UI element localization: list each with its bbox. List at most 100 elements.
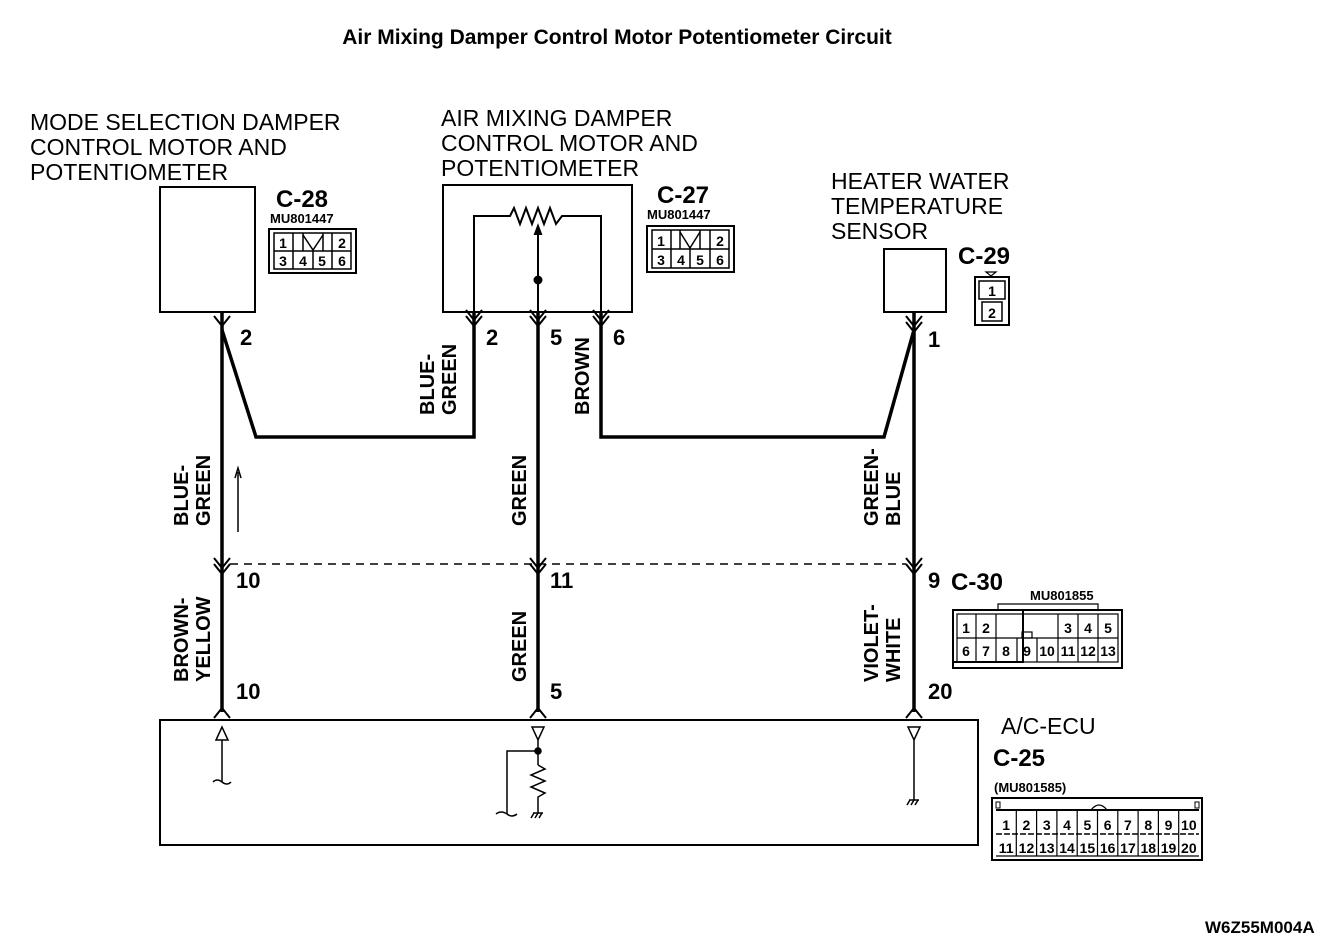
wire-harness [220, 312, 916, 712]
c30-cell-12: 12 [1080, 643, 1096, 659]
c25-cell-14: 14 [1059, 840, 1075, 856]
c30-cell-10: 10 [1039, 643, 1055, 659]
c25-cell-16: 16 [1100, 840, 1116, 856]
pin-chevrons [213, 309, 923, 719]
c27-pin-2: 2 [486, 325, 498, 350]
c30-cell-5: 5 [1104, 620, 1112, 636]
c28-part-number: MU801447 [270, 211, 334, 226]
c28-connector-face: 1 2 3 4 5 6 [268, 228, 357, 274]
c27-part-number: MU801447 [647, 207, 711, 222]
mode-motor-box [159, 186, 256, 313]
c29-cell-2: 2 [988, 305, 996, 321]
c30-connector-face: 1 2 3 4 5 6 7 8 9 10 11 12 13 [952, 603, 1123, 669]
c30-cell-7: 7 [982, 643, 990, 659]
ecu-label: A/C-ECU [1001, 713, 1096, 739]
figure-code: W6Z55M004A [1205, 918, 1315, 937]
potentiometer-symbol [473, 205, 602, 320]
wire-left-lower-line-1: BROWN- [171, 598, 193, 682]
ecu-pin-20: 20 [928, 679, 952, 704]
c25-cell-19: 19 [1161, 840, 1177, 856]
wire-left-upper-line-1: BLUE- [171, 465, 193, 526]
mode-motor-label-line-2: CONTROL MOTOR AND [30, 134, 287, 160]
c30-cell-9: 9 [1023, 643, 1031, 659]
c25-cell-5: 5 [1083, 817, 1091, 833]
c30-cell-4: 4 [1084, 620, 1092, 636]
ecu-pin-10: 10 [236, 679, 260, 704]
c28-cell-2: 2 [338, 235, 346, 251]
c25-cell-17: 17 [1120, 840, 1136, 856]
water-sensor-label: HEATER WATER TEMPERATURE SENSOR [831, 168, 1009, 244]
c30-pin-11: 11 [550, 568, 573, 593]
ecu-pin-5: 5 [550, 679, 562, 704]
mode-motor-label: MODE SELECTION DAMPER CONTROL MOTOR AND … [30, 109, 341, 185]
c30-pin-10: 10 [236, 568, 260, 593]
c30-cell-1: 1 [962, 620, 970, 636]
c27-cell-1: 1 [657, 233, 665, 249]
c28-cell-4: 4 [299, 253, 307, 269]
c28-cell-3: 3 [279, 253, 287, 269]
wire-c27-2-line-1: BLUE- [417, 354, 439, 415]
wire-c27-2-line-2: GREEN [439, 344, 461, 415]
c27-pin-5: 5 [550, 325, 562, 350]
ecu-input-symbol [212, 725, 232, 785]
ecu-resistor-symbol [495, 726, 547, 819]
c30-connector-label: C-30 [951, 569, 1003, 596]
water-sensor-box [883, 248, 947, 313]
water-sensor-label-line-3: SENSOR [831, 218, 928, 244]
c28-connector-label: C-28 [276, 186, 328, 213]
wire-colors: BLUE- GREEN BROWN BLUE- GREEN GREEN GREE… [171, 337, 905, 682]
ecu-ground-symbol [906, 726, 922, 806]
c25-cell-12: 12 [1019, 840, 1035, 856]
c29-pin-1: 1 [928, 327, 940, 352]
signal-arrow-icon [234, 465, 242, 532]
wire-center-lower-line-1: GREEN [509, 611, 531, 682]
wire-right-lower-line-2: WHITE [883, 618, 905, 682]
wire-c27-pin6-splice [599, 312, 916, 439]
air-mix-label-line-1: AIR MIXING DAMPER [441, 105, 672, 131]
c25-cell-1: 1 [1002, 817, 1010, 833]
c27-cell-3: 3 [657, 252, 665, 268]
c29-cell-1: 1 [988, 283, 996, 299]
c30-cell-6: 6 [962, 643, 970, 659]
c27-pin-6: 6 [613, 325, 625, 350]
c30-cell-3: 3 [1064, 620, 1072, 636]
wire-left-lower-line-2: YELLOW [193, 596, 215, 682]
c25-cell-3: 3 [1043, 817, 1051, 833]
c27-connector-face: 1 2 3 4 5 6 [646, 225, 735, 273]
c25-cell-15: 15 [1080, 840, 1096, 856]
c25-cell-13: 13 [1039, 840, 1055, 856]
c25-part-number: (MU801585) [994, 780, 1066, 795]
c25-cell-11: 11 [999, 840, 1014, 856]
c28-cell-1: 1 [279, 235, 287, 251]
c25-cell-6: 6 [1104, 817, 1112, 833]
c27-connector-label: C-27 [657, 182, 709, 209]
c27-cell-4: 4 [677, 252, 685, 268]
wire-right-upper-line-1: GREEN- [861, 448, 883, 526]
c25-cell-7: 7 [1124, 817, 1132, 833]
wire-left-upper-line-2: GREEN [193, 455, 215, 526]
c30-cell-13: 13 [1100, 643, 1116, 659]
c25-cell-9: 9 [1165, 817, 1173, 833]
c30-part-number: MU801855 [1030, 588, 1094, 603]
c27-cell-2: 2 [716, 233, 724, 249]
wire-right-lower-line-1: VIOLET- [861, 604, 883, 682]
c29-connector-label: C-29 [958, 243, 1010, 270]
ac-ecu-box [159, 719, 979, 846]
wire-c27-6-line-1: BROWN [572, 337, 594, 415]
wire-c27-pin2-splice [220, 312, 476, 439]
wire-right-upper-line-2: BLUE [883, 472, 905, 526]
c30-cell-8: 8 [1002, 643, 1010, 659]
diagram-title: Air Mixing Damper Control Motor Potentio… [342, 26, 892, 49]
air-mix-label-line-2: CONTROL MOTOR AND [441, 130, 698, 156]
c25-cell-18: 18 [1140, 840, 1156, 856]
c29-connector-face: 1 2 [974, 271, 1010, 326]
water-sensor-label-line-1: HEATER WATER [831, 168, 1009, 194]
c28-pin-2: 2 [240, 325, 252, 350]
air-mix-label-line-3: POTENTIOMETER [441, 155, 639, 181]
wire-center-upper-line-1: GREEN [509, 455, 531, 526]
c25-cell-4: 4 [1063, 817, 1071, 833]
c25-cell-10: 10 [1181, 817, 1197, 833]
c30-cell-11: 11 [1061, 643, 1076, 659]
